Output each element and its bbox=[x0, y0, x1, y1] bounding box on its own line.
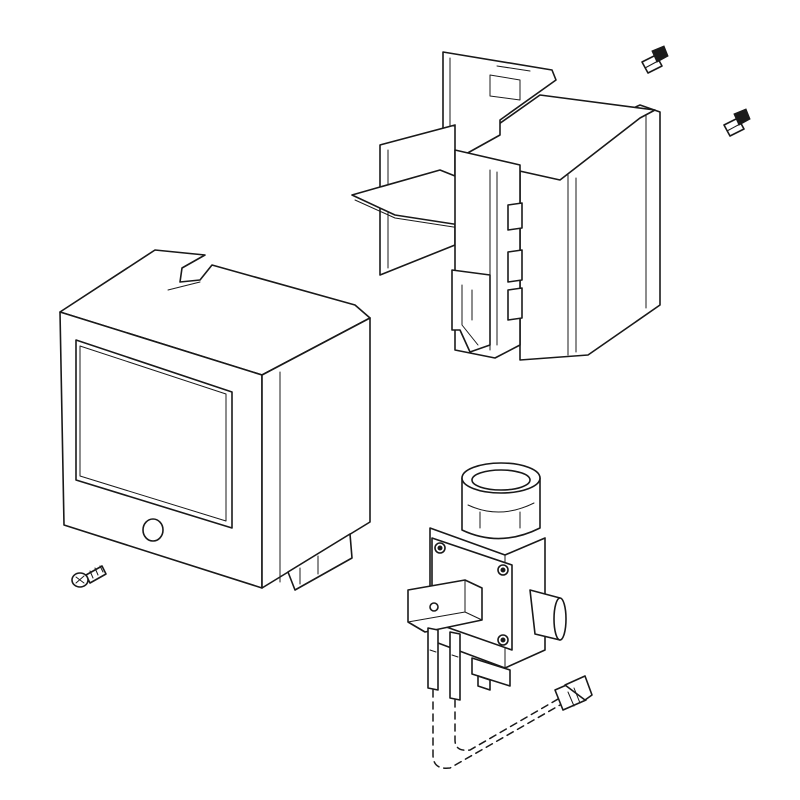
bracket-screw-2 bbox=[723, 108, 751, 137]
mounting-bracket bbox=[351, 51, 661, 361]
solenoid-valve-assembly bbox=[407, 462, 567, 701]
wire-connector bbox=[554, 675, 593, 711]
cover bbox=[59, 249, 371, 591]
wire-harness bbox=[432, 689, 566, 769]
cover-screw bbox=[71, 565, 107, 588]
bracket-screw-1 bbox=[641, 45, 669, 74]
